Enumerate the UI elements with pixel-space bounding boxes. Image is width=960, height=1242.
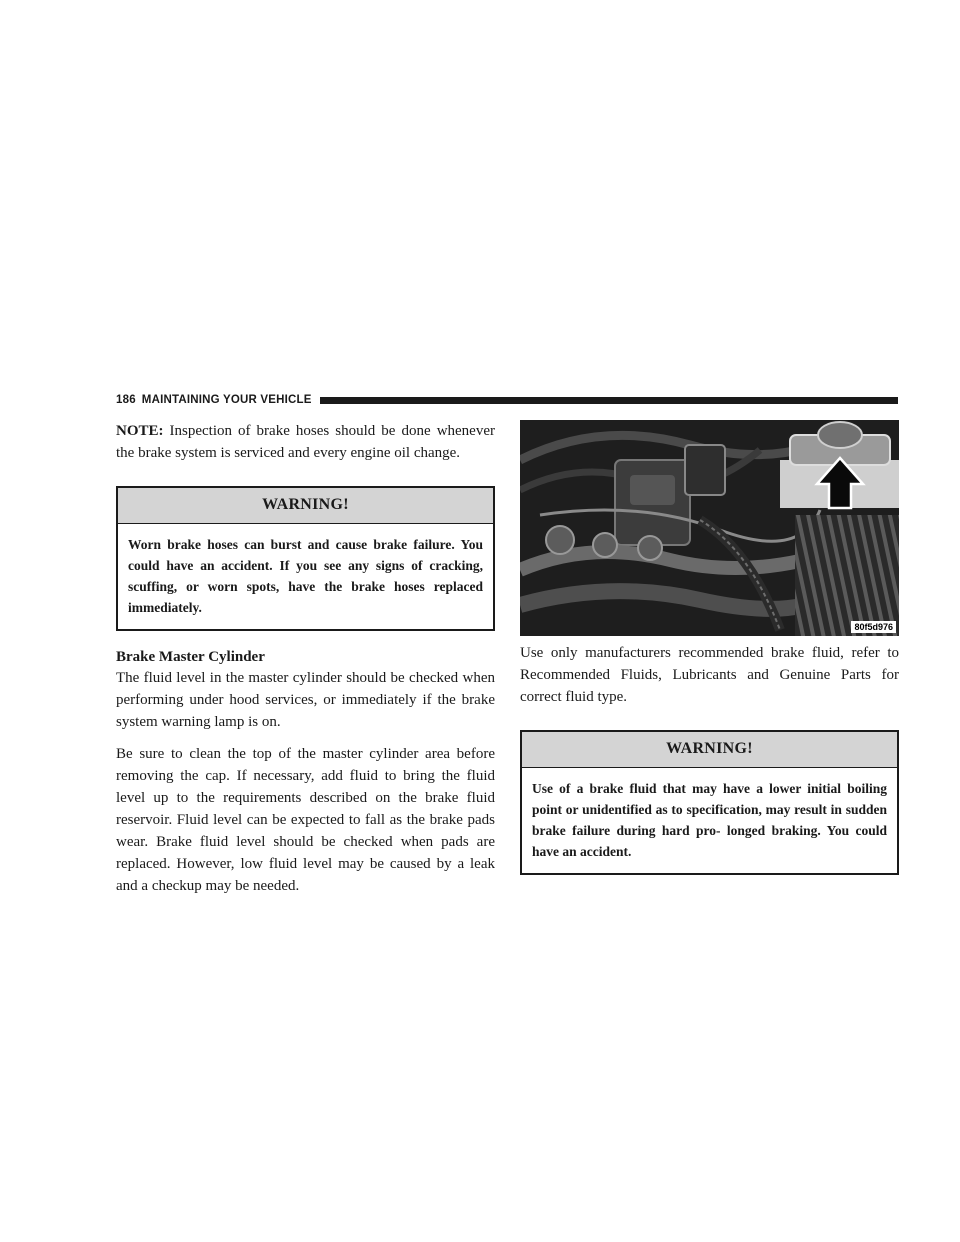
paragraph-fluid-level: The fluid level in the master cylinder s…: [116, 670, 495, 730]
note-paragraph: NOTE:Inspection of brake hoses should be…: [116, 420, 495, 464]
warning-body: Worn brake hoses can burst and cause bra…: [128, 537, 483, 615]
section-title: MAINTAINING YOUR VEHICLE: [141, 394, 312, 406]
engine-bay-illustration: [520, 420, 899, 636]
page-number: 186: [116, 394, 136, 406]
warning-body: Use of a brake fluid that may have a low…: [532, 781, 887, 859]
page-header: 186 MAINTAINING YOUR VEHICLE: [116, 392, 898, 408]
warning-title: WARNING!: [522, 732, 897, 768]
right-column: 80f5d976 Use only manufacturers recommen…: [520, 420, 899, 891]
header-rule: [319, 396, 898, 404]
left-column: NOTE:Inspection of brake hoses should be…: [116, 420, 495, 897]
warning-box-hoses: WARNING! Worn brake hoses can burst and …: [116, 486, 495, 631]
note-text: Inspection of brake hoses should be done…: [116, 423, 495, 461]
paragraph-clean-cap: Be sure to clean the top of the master c…: [116, 746, 495, 894]
engine-bay-photo: 80f5d976: [520, 420, 899, 636]
warning-title: WARNING!: [118, 488, 493, 524]
figure-code: 80f5d976: [851, 621, 896, 633]
note-label: NOTE:: [116, 423, 164, 439]
warning-box-brake-fluid: WARNING! Use of a brake fluid that may h…: [520, 730, 899, 875]
paragraph-recommended-fluid: Use only manufacturers recommended brake…: [520, 645, 899, 705]
section-heading: Brake Master Cylinder: [116, 649, 265, 665]
